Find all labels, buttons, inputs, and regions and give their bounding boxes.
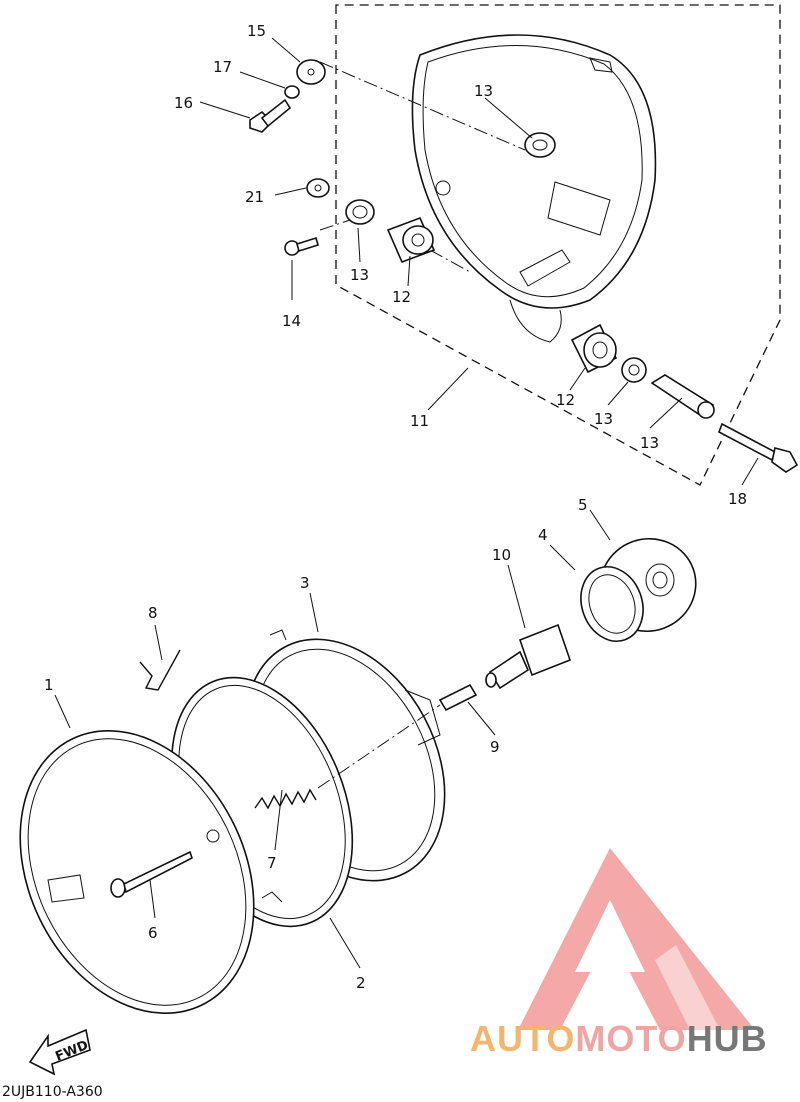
callout-17: 15 [247,22,266,40]
callout-14: 13 [640,434,659,452]
callout-20: 18 [728,490,747,508]
callout-21: 21 [245,188,264,206]
part-9-socket [438,683,478,712]
part-15-grommet [524,132,556,158]
part-18-bolt [249,98,292,133]
axis-line-12 [429,249,471,273]
callout-19: 17 [213,58,232,76]
part-17-washer [296,59,326,85]
callout-7: 7 [267,854,277,872]
callout-12-right: 12 [556,391,575,409]
watermark-auto: AUTO [470,1018,576,1059]
diagram-code: 2UJB110-A360 [2,1084,103,1100]
callout-labels: 15 17 16 21 13 14 12 13 11 12 13 13 18 5… [44,22,747,992]
part-19-washer [284,85,300,99]
watermark-logo-accent [655,945,720,1030]
leader-lines [54,37,759,969]
part-7-spring [254,704,441,810]
callout-13-right: 13 [594,410,613,428]
callout-18: 16 [174,94,193,112]
watermark-moto: MOTO [575,1018,687,1059]
fwd-arrow: FWD [28,1028,91,1076]
callout-10: 10 [492,546,511,564]
callout-16: 14 [282,312,301,330]
part-8-clip [139,649,181,691]
part-16-screw [284,236,319,256]
callout-13-left: 13 [350,266,369,284]
part-13-grommet-right [621,357,647,383]
callout-9: 9 [490,738,500,756]
callout-3: 3 [300,574,310,592]
shell-group-outline [335,4,781,486]
watermark-text: AUTOMOTOHUB [470,1018,768,1060]
callout-12-left: 12 [392,288,411,306]
callout-1: 1 [44,676,54,694]
part-20-bolt [718,422,799,473]
callout-6: 6 [148,924,158,942]
part-6-screw [110,850,193,898]
watermark-hub: HUB [686,1018,768,1059]
part-1-bezel [19,730,255,1014]
axis-line-17 [319,61,526,151]
watermark-logo-outer [518,848,755,1030]
part-13-grommet-left [345,199,375,225]
part-4-bulb-holder [580,566,644,642]
part-14-spacer [650,374,715,419]
part-12-collar-right [570,323,618,374]
axis-line-13 [319,219,351,231]
watermark-logo [518,848,755,1030]
callout-11: 11 [410,412,429,430]
part-21-flange-nut [306,178,330,198]
callout-15: 13 [474,82,493,100]
part-10-bulb [485,623,572,690]
callout-2: 2 [356,974,366,992]
callout-4: 4 [538,526,548,544]
watermark-logo-inner [575,900,645,972]
part-12-collar-left [386,216,436,264]
callout-8: 8 [148,604,158,622]
callout-5: 5 [578,496,588,514]
headlight-shell [411,34,657,343]
